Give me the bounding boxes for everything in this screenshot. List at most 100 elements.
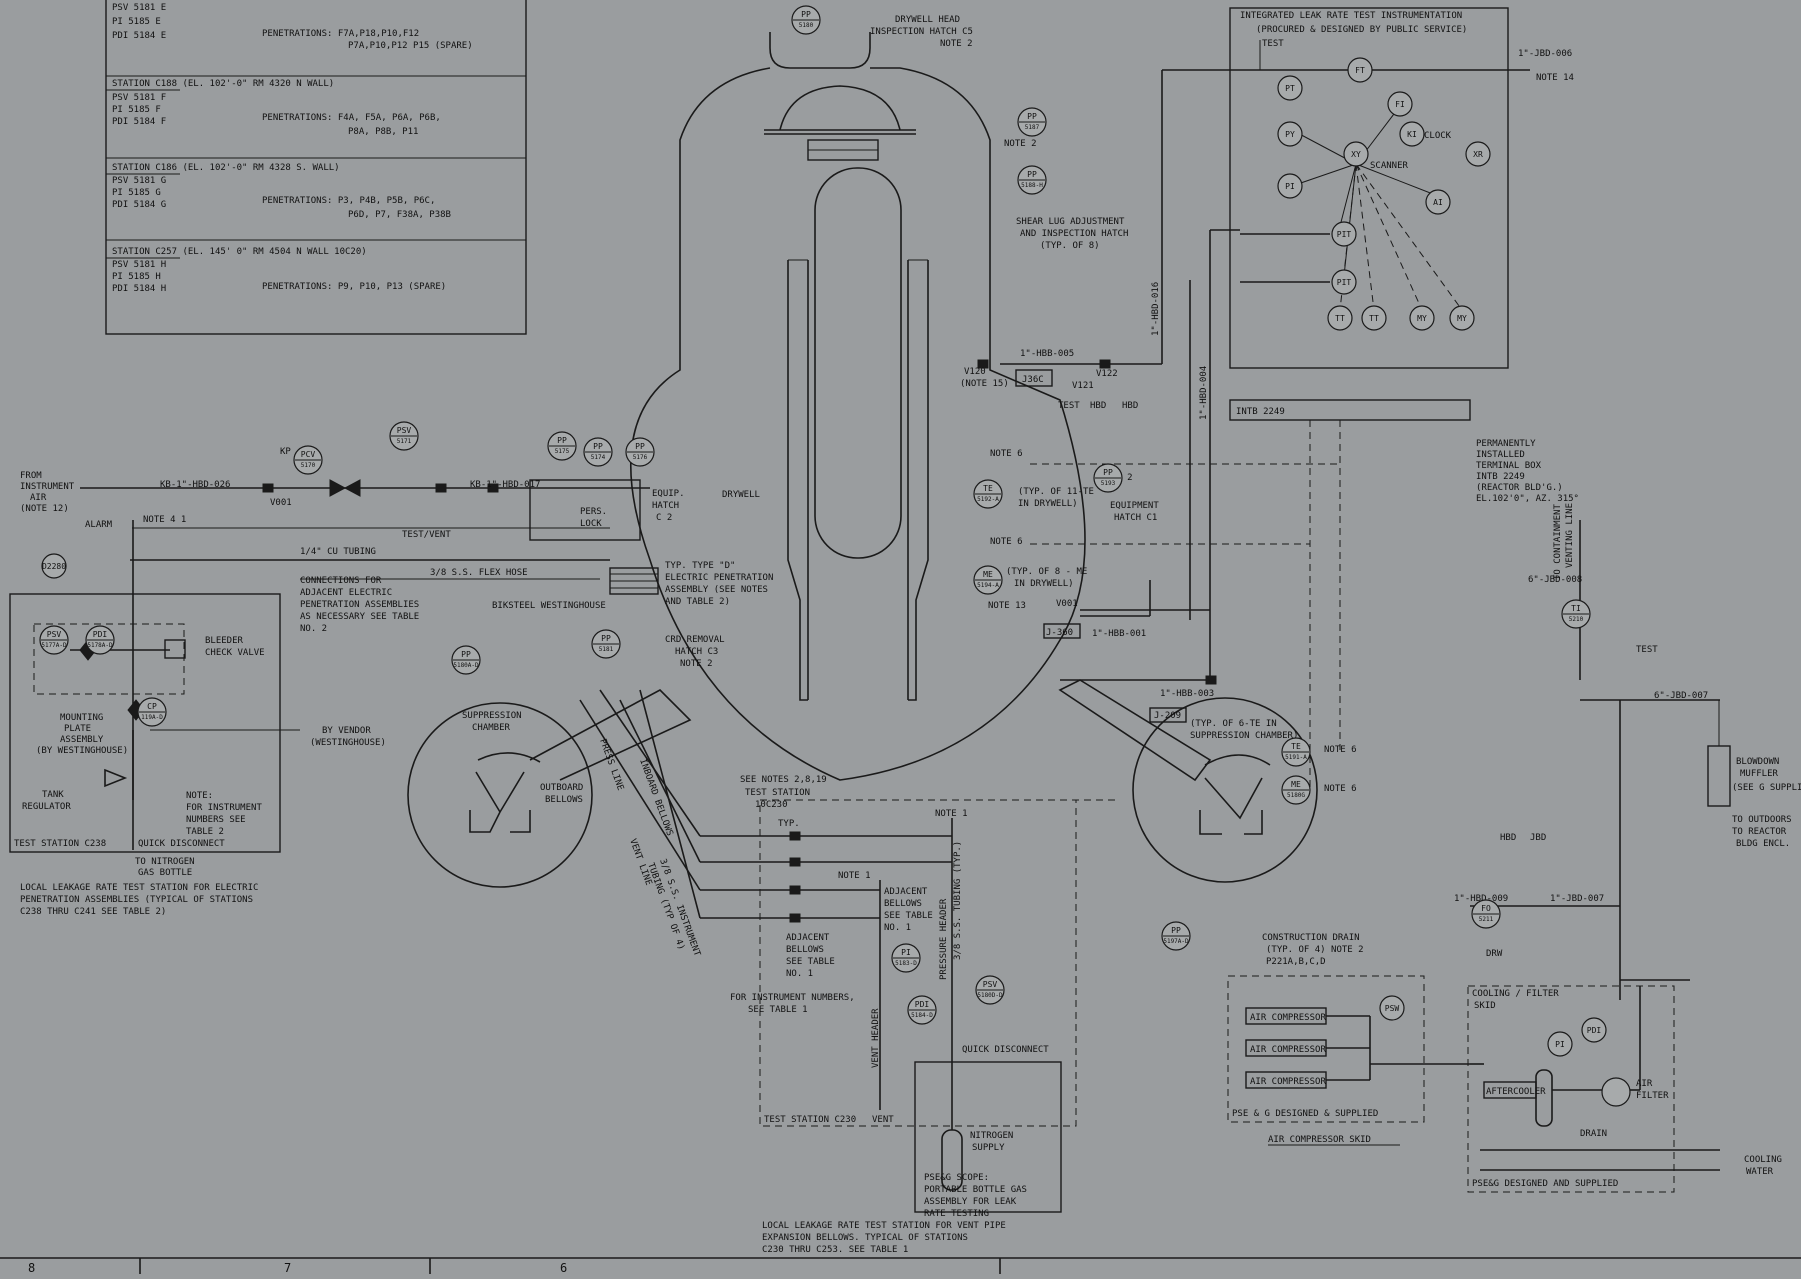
- s2-pen2: P8A, P8B, P11: [348, 127, 418, 137]
- ln-jbd008: 6"-JBD-008: [1528, 575, 1582, 585]
- bubble-text: 5177A-D: [41, 642, 67, 649]
- bubble-text: PY: [1285, 130, 1295, 139]
- aftercooler: AFTERCOOLER: [1486, 1087, 1546, 1097]
- pse-scope-3: ASSEMBLY FOR LEAK: [924, 1197, 1017, 1207]
- test-vent-label: TEST/VENT: [402, 530, 451, 540]
- bubble-text: TE: [983, 484, 993, 493]
- bubble-text: FT: [1355, 66, 1365, 75]
- bubble-text: PSW: [1385, 1004, 1400, 1013]
- adj-b-3: SEE TABLE: [884, 911, 933, 921]
- vent-line-label: VENT LINE: [627, 838, 653, 887]
- adj-b2-2: BELLOWS: [786, 945, 824, 955]
- crd-1: CRD REMOVAL: [665, 635, 725, 645]
- bubble-d2280: D2280: [41, 553, 67, 579]
- bubble-text: PSV: [397, 426, 412, 435]
- suppression-label-2: CHAMBER: [472, 723, 511, 733]
- bubble-text: 5178A-D: [87, 642, 113, 649]
- hbd-a: HBD: [1122, 401, 1138, 411]
- from-air-1: FROM: [20, 471, 42, 481]
- const-drain-3: P221A,B,C,D: [1266, 957, 1326, 967]
- vent-label: VENT: [872, 1115, 894, 1125]
- eq-hatch-1: EQUIPMENT: [1110, 501, 1159, 511]
- hbb-a: HBD: [1090, 401, 1106, 411]
- bubble-text: PP: [1171, 926, 1181, 935]
- title-block: 8 7 6: [0, 1257, 1801, 1275]
- pressure-header-label: PRESSURE HEADER: [939, 898, 949, 980]
- instrument-air-line: FROM INSTRUMENT AIR (NOTE 12) KB-1"-HBD-…: [20, 447, 773, 850]
- quick-disconnect-a: QUICK DISCONNECT: [138, 839, 225, 849]
- n2-bottle-2: GAS BOTTLE: [138, 868, 192, 878]
- perm-1: PERMANENTLY: [1476, 439, 1536, 449]
- llv-1: LOCAL LEAKAGE RATE TEST STATION FOR VENT…: [762, 1221, 1006, 1231]
- vent-header-label: VENT HEADER: [871, 1008, 881, 1068]
- me-dw-2: IN DRYWELL): [1014, 579, 1074, 589]
- ts-c230-label: TEST STATION C230: [764, 1115, 856, 1125]
- bubble-text: PT: [1285, 84, 1295, 93]
- bubble-text: 5187: [1025, 124, 1040, 131]
- to-cont-1: TO CONTAINMENT: [1553, 504, 1563, 580]
- s4-pen1: PENETRATIONS: P9, P10, P13 (SPARE): [262, 282, 446, 292]
- quick-disconnect-b: QUICK DISCONNECT: [962, 1045, 1049, 1055]
- ln-hbb003: 1"-HBB-003: [1160, 689, 1214, 699]
- bubble-text: PP: [635, 442, 645, 451]
- adj-b2-1: ADJACENT: [786, 933, 830, 943]
- equip-c2-3: C 2: [656, 513, 672, 523]
- s1-pen1: PENETRATIONS: F7A,P18,P10,F12: [262, 29, 419, 39]
- from-air-4: (NOTE 12): [20, 504, 69, 514]
- pse-designed-2: PSE&G DESIGNED AND SUPPLIED: [1472, 1179, 1618, 1189]
- bubble-text: PSV: [983, 980, 998, 989]
- note-instr-1: NOTE:: [186, 791, 213, 801]
- drywell-label: DRYWELL: [722, 490, 760, 500]
- v121: V121: [1072, 381, 1094, 391]
- bubble-text: FO: [1481, 904, 1491, 913]
- typd-2: ELECTRIC PENETRATION: [665, 573, 773, 583]
- llv-2: EXPANSION BELLOWS. TYPICAL OF STATIONS: [762, 1233, 968, 1243]
- s2-header: STATION C188 (EL. 102'-0" RM 4320 N WALL…: [112, 79, 334, 89]
- bubble-text: PP: [557, 436, 567, 445]
- mount-4: (BY WESTINGHOUSE): [36, 746, 128, 756]
- adj-b-1: ADJACENT: [884, 887, 928, 897]
- bikstel-label: BIKSTEEL WESTINGHOUSE: [492, 601, 606, 611]
- s3-pen1: PENETRATIONS: P3, P4B, P5B, P6C,: [262, 196, 435, 206]
- cool-skid-2: SKID: [1474, 1001, 1496, 1011]
- vendor-1: BY VENDOR: [322, 726, 371, 736]
- cooling-water-2: WATER: [1746, 1167, 1774, 1177]
- bubble-text: 5192-A: [977, 496, 999, 503]
- ln-jbd007: 6"-JBD-007: [1654, 691, 1708, 701]
- s3-row3: PDI 5184 G: [112, 200, 166, 210]
- cool-skid-1: COOLING / FILTER: [1472, 989, 1559, 999]
- bubble-text: 5183-D: [895, 960, 917, 967]
- bubble-text: PP: [593, 442, 603, 451]
- ilrt-note14: NOTE 14: [1536, 73, 1574, 83]
- station-table: PSV 5181 E PI 5185 E PDI 5184 E PENETRAT…: [105, 0, 527, 335]
- bubble-ki: KI: [1399, 121, 1425, 147]
- s4-row3: PDI 5184 H: [112, 284, 166, 294]
- equip-c2-1: EQUIP.: [652, 489, 685, 499]
- note1-c230: NOTE 1: [935, 809, 968, 819]
- s1-pen2: P7A,P10,P12 P15 (SPARE): [348, 41, 473, 51]
- te-dw-2: IN DRYWELL): [1018, 499, 1078, 509]
- bubble-text: PP: [601, 634, 611, 643]
- test-station-c238: BLEEDER CHECK VALVE MOUNTING PLATE ASSEM…: [9, 593, 386, 917]
- bubble-text: ME: [1291, 780, 1301, 789]
- bleeder-2: CHECK VALVE: [205, 648, 265, 658]
- for-instr-1: FOR INSTRUMENT NUMBERS,: [730, 993, 855, 1003]
- pers-lock-2: LOCK: [580, 519, 602, 529]
- bubble-text: MY: [1417, 314, 1427, 323]
- bubble-text: 5170: [301, 462, 316, 469]
- s1-row1: PSV 5181 E: [112, 3, 166, 13]
- s3-header: STATION C186 (EL. 102'-0" RM 4328 S. WAL…: [112, 163, 340, 173]
- bubble-ai: AI: [1425, 189, 1451, 215]
- bubble-text: PDI: [1587, 1026, 1602, 1035]
- note-instr-3: NUMBERS SEE: [186, 815, 246, 825]
- n2-bottle-1: TO NITROGEN: [135, 857, 195, 867]
- drywell-head-label: DRYWELL HEAD: [895, 15, 960, 25]
- bubble-text: PIT: [1337, 230, 1352, 239]
- eq-hatch-2: HATCH C1: [1114, 513, 1157, 523]
- zone-6: 6: [560, 1261, 567, 1274]
